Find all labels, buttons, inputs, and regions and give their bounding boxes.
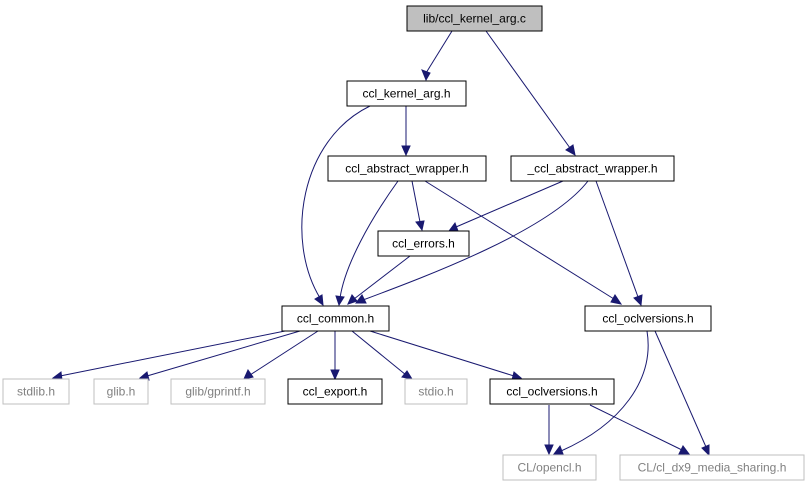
edge-abstract-wrapper-underscore-h-to-oclversions-right bbox=[595, 180, 639, 298]
edge-root-to-abstract-wrapper-underscore-h bbox=[485, 30, 571, 149]
edge-common-h-to-gprintf-h bbox=[249, 330, 319, 376]
edge-common-h-to-glib-h bbox=[146, 330, 301, 377]
edge-abstract-wrapper-h-to-oclversions-right bbox=[424, 180, 615, 300]
edge-head-abstract-wrapper-underscore-h-to-oclversions-right bbox=[633, 294, 643, 307]
nodes-layer: lib/ccl_kernel_arg.c ccl_kernel_arg.h cc… bbox=[2, 5, 805, 481]
node-label: ccl_kernel_arg.h bbox=[362, 87, 450, 101]
node-ccl-export-h[interactable]: ccl_export.h bbox=[287, 378, 383, 405]
edge-head-kernel-arg-h-to-common-h bbox=[314, 294, 324, 307]
edge-errors-h-to-common-h bbox=[353, 255, 411, 300]
node-ccl-errors-h[interactable]: ccl_errors.h bbox=[377, 230, 470, 257]
node-glib-h[interactable]: glib.h bbox=[93, 378, 149, 405]
node-stdio-h[interactable]: stdio.h bbox=[404, 378, 468, 405]
node-ccl-oclversions-h-lower[interactable]: ccl_oclversions.h bbox=[489, 378, 615, 405]
node-label: lib/ccl_kernel_arg.c bbox=[423, 12, 526, 26]
edge-head-root-to-kernel-arg-h bbox=[421, 69, 431, 82]
node-lib-ccl-kernel-arg-c[interactable]: lib/ccl_kernel_arg.c bbox=[406, 5, 543, 32]
edges-layer bbox=[51, 30, 710, 457]
node-label: ccl_export.h bbox=[303, 385, 368, 399]
edge-abstract-wrapper-h-to-errors-h bbox=[411, 180, 421, 223]
edge-head-abstract-wrapper-h-to-common-h bbox=[335, 295, 345, 307]
edge-common-h-to-oclversions-low bbox=[369, 330, 515, 377]
edge-common-h-to-stdlib-h bbox=[59, 330, 286, 377]
node-label: stdio.h bbox=[418, 385, 453, 399]
node-cl-dx9-media-sharing-h[interactable]: CL/cl_dx9_media_sharing.h bbox=[619, 454, 805, 481]
edge-oclversions-right-to-opencl-h bbox=[560, 330, 649, 452]
edge-head-kernel-arg-h-to-abstract-wrapper-h bbox=[401, 145, 411, 157]
edge-head-oclversions-right-to-opencl-h bbox=[553, 444, 564, 455]
edge-head-common-h-to-gprintf-h bbox=[243, 368, 254, 380]
node-stdlib-h[interactable]: stdlib.h bbox=[2, 378, 70, 405]
node-label: CL/cl_dx9_media_sharing.h bbox=[638, 461, 787, 475]
node-underscore-ccl-abstract-wrapper-h[interactable]: _ccl_abstract_wrapper.h bbox=[510, 155, 675, 182]
edge-oclversions-low-to-dx9-h bbox=[589, 404, 683, 451]
node-ccl-abstract-wrapper-h[interactable]: ccl_abstract_wrapper.h bbox=[327, 155, 487, 182]
edge-head-oclversions-right-to-dx9-h bbox=[701, 444, 710, 457]
edge-head-errors-h-to-common-h bbox=[347, 294, 358, 305]
node-label: ccl_oclversions.h bbox=[506, 385, 597, 399]
node-label: _ccl_abstract_wrapper.h bbox=[526, 162, 657, 176]
node-label: ccl_oclversions.h bbox=[602, 312, 693, 326]
node-glib-gprintf-h[interactable]: glib/gprintf.h bbox=[170, 378, 266, 405]
node-label: glib/gprintf.h bbox=[185, 385, 250, 399]
edge-oclversions-right-to-dx9-h bbox=[654, 330, 707, 448]
edge-abstract-wrapper-h-to-common-h bbox=[339, 180, 399, 299]
node-label: ccl_abstract_wrapper.h bbox=[345, 162, 468, 176]
edge-head-abstract-wrapper-underscore-h-to-errors-h bbox=[448, 221, 459, 232]
edge-common-h-to-stdio-h bbox=[351, 330, 407, 376]
node-label: ccl_errors.h bbox=[392, 237, 455, 251]
node-label: stdlib.h bbox=[17, 385, 55, 399]
edge-abstract-wrapper-underscore-h-to-errors-h bbox=[455, 180, 564, 228]
edge-abstract-wrapper-underscore-h-to-common-h bbox=[362, 180, 589, 301]
edge-head-abstract-wrapper-h-to-oclversions-right bbox=[610, 294, 623, 305]
edge-kernel-arg-h-to-common-h bbox=[301, 105, 371, 299]
node-ccl-kernel-arg-h[interactable]: ccl_kernel_arg.h bbox=[346, 80, 467, 107]
node-ccl-oclversions-h-upper[interactable]: ccl_oclversions.h bbox=[584, 305, 712, 332]
edge-head-root-to-abstract-wrapper-underscore-h bbox=[565, 144, 576, 156]
edge-head-abstract-wrapper-h-to-errors-h bbox=[415, 220, 425, 232]
edge-head-common-h-to-stdio-h bbox=[401, 370, 414, 380]
edge-root-to-kernel-arg-h bbox=[425, 30, 453, 74]
node-label: glib.h bbox=[107, 385, 136, 399]
edge-head-oclversions-low-to-opencl-h bbox=[544, 444, 554, 456]
node-label: ccl_common.h bbox=[297, 312, 374, 326]
node-ccl-common-h[interactable]: ccl_common.h bbox=[281, 305, 390, 332]
edge-head-common-h-to-export-h bbox=[330, 369, 340, 381]
edge-head-abstract-wrapper-underscore-h-to-common-h bbox=[355, 294, 367, 304]
edge-head-oclversions-low-to-dx9-h bbox=[678, 445, 690, 455]
node-label: CL/opencl.h bbox=[517, 461, 581, 475]
node-cl-opencl-h[interactable]: CL/opencl.h bbox=[502, 454, 597, 481]
